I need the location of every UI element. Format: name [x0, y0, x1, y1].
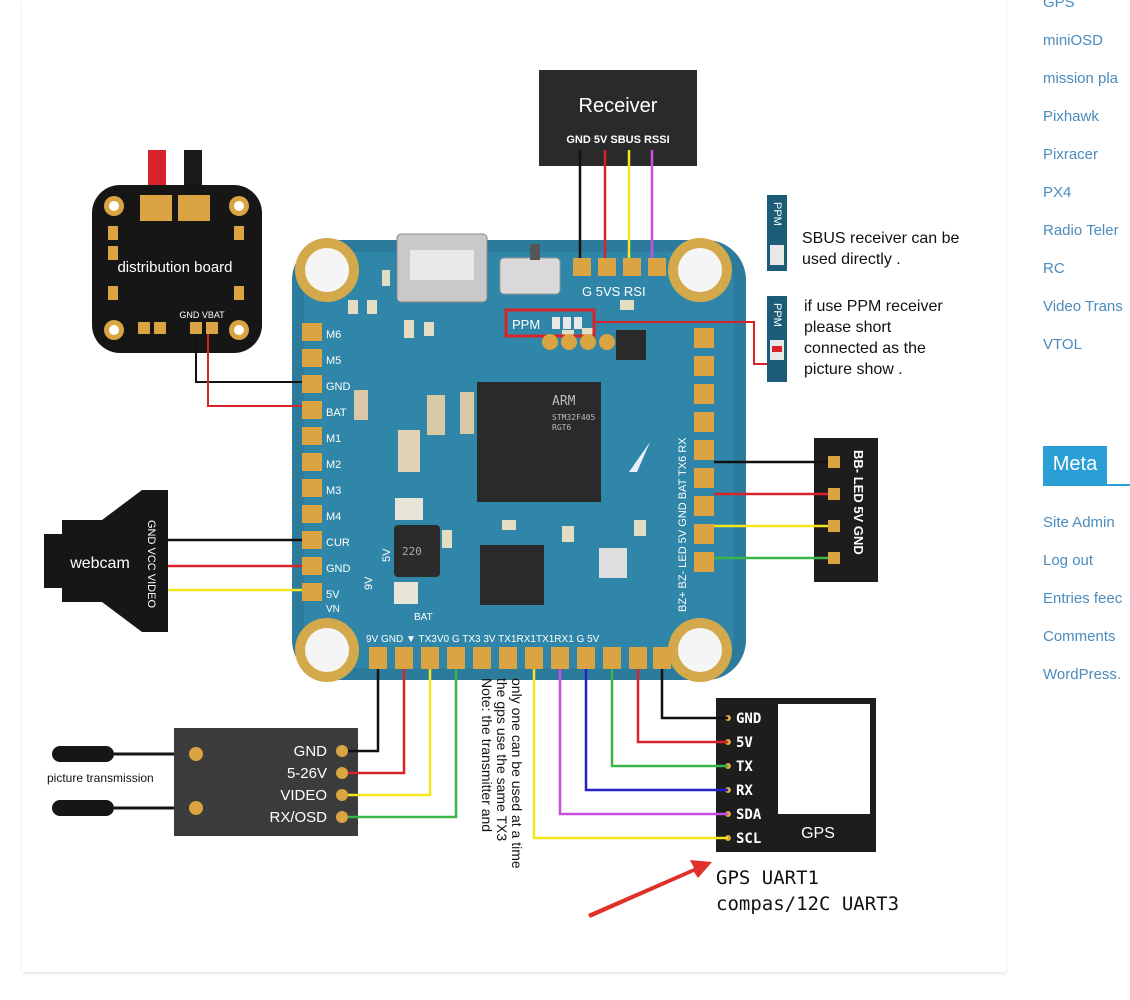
receiver-module: Receiver GND 5V SBUS RSSI: [539, 70, 697, 258]
webcam-pins: GND VCC VIDEO: [145, 520, 157, 608]
ppm-note-line-3: picture show .: [804, 361, 903, 378]
left-pad-label-0: M6: [326, 329, 341, 341]
bottom-pads: [369, 647, 671, 669]
gps-pin-4: SDA: [736, 807, 762, 823]
receiver-pins: GND 5V SBUS RSSI: [566, 134, 669, 146]
meta-link-wordpress[interactable]: WordPress.: [1043, 666, 1122, 683]
webcam-title: webcam: [69, 555, 130, 572]
meta-link-entries-feed[interactable]: Entries feec: [1043, 590, 1123, 607]
sidebar-link-px4[interactable]: PX4: [1043, 184, 1072, 201]
sidebar-link-radio-telemetry[interactable]: Radio Teler: [1043, 222, 1119, 239]
meta-link-comments-feed[interactable]: Comments: [1043, 628, 1116, 645]
red-arrow-icon: [588, 860, 712, 918]
ppm-note-line-2: connected as the: [804, 340, 926, 357]
sidebar-link-pixhawk[interactable]: Pixhawk: [1043, 108, 1099, 125]
sidebar-link-gps[interactable]: GPS: [1043, 0, 1075, 11]
buzzer-led-connector: BB- LED 5V GND: [714, 438, 878, 582]
left-pad-label-5: M2: [326, 459, 341, 471]
meta-link-site-admin[interactable]: Site Admin: [1043, 514, 1115, 531]
note-line-1: the gps use the same TX3: [494, 678, 510, 841]
vtx-pin-1: 5-26V: [287, 765, 327, 782]
left-pad-label-10: 5V: [326, 589, 340, 601]
meta-widget-title: Meta: [1043, 446, 1130, 486]
left-pad-label-4: M1: [326, 433, 341, 445]
left-pad-label-9: GND: [326, 563, 351, 575]
chip-text-2: RGT6: [552, 423, 571, 432]
sidebar-link-miniosd[interactable]: miniOSD: [1043, 32, 1104, 49]
vtx-pin-3: RX/OSD: [269, 809, 327, 826]
left-pad-label-2: GND: [326, 381, 351, 393]
left-pad-label-7: M4: [326, 511, 341, 523]
tx3-note: Note: the transmitter and the gps use th…: [479, 678, 525, 869]
ppm-note-line-1: please short: [804, 319, 892, 336]
video-transmitter: picture transmission GND 5-26V VIDEO RX/…: [47, 669, 458, 836]
flight-controller-board: ARM STM32F405 RGT6 220 G 5VS: [292, 233, 782, 682]
receiver-board-label: G 5VS RSI: [582, 284, 646, 299]
webcam: webcam GND VCC VIDEO: [44, 490, 302, 632]
left-pad-label-11: VN: [326, 604, 340, 615]
sidebar-link-vtol[interactable]: VTOL: [1043, 336, 1082, 353]
chip-text-1: STM32F405: [552, 413, 596, 422]
left-pad-label-3: BAT: [326, 407, 347, 419]
flight-controller-wiring-diagram: ARM STM32F405 RGT6 220 G 5VS: [44, 70, 960, 918]
vtx-pin-2: VIDEO: [280, 787, 327, 804]
voltage-label-5v: 5V: [381, 548, 393, 562]
vtx-title: picture transmission: [47, 771, 154, 785]
right-pads: [694, 328, 714, 572]
sidebar-link-video-transmitter[interactable]: Video Trans: [1043, 298, 1123, 315]
sbus-note-line-0: SBUS receiver can be: [802, 230, 960, 247]
note-line-0: Note: the transmitter and: [479, 678, 495, 832]
sidebar-link-rc[interactable]: RC: [1043, 260, 1065, 277]
vtx-pin-0: GND: [294, 743, 328, 760]
gps-module: GPS GND 5V TX RX SDA SCL: [532, 669, 876, 852]
sidebar-link-mission-planner[interactable]: mission pla: [1043, 70, 1119, 87]
chip-text-0: ARM: [552, 394, 576, 409]
sbus-connector: PPM: [767, 195, 787, 271]
sbus-note-line-1: used directly .: [802, 251, 901, 268]
gps-pin-1: 5V: [736, 735, 753, 751]
ppm-label: PPM: [512, 317, 540, 332]
ppm-note-line-0: if use PPM receiver: [804, 298, 943, 315]
gps-pin-5: SCL: [736, 831, 761, 847]
inductor-label: 220: [402, 545, 422, 558]
gps-uart-line-0: GPS UART1: [716, 867, 819, 889]
left-pad-label-6: M3: [326, 485, 341, 497]
left-pads: M6 M5 GND BAT M1 M2 M3 M4 CUR GND 5V VN: [302, 323, 351, 615]
distribution-board: distribution board GND VBAT: [92, 150, 302, 407]
gps-title: GPS: [801, 825, 835, 842]
ppm-connector: PPM: [767, 296, 787, 382]
gps-pin-0: GND: [736, 711, 761, 727]
bat-board-label: BAT: [414, 612, 433, 623]
gps-pin-3: RX: [736, 783, 753, 799]
right-pads-label: BZ+ BZ- LED 5V GND BAT TX6 RX: [677, 437, 689, 612]
voltage-label-9v: 9V: [363, 576, 375, 590]
left-pad-label-8: CUR: [326, 537, 350, 549]
distribution-board-pins: GND VBAT: [179, 310, 225, 320]
inductor: [394, 525, 440, 577]
distribution-board-title: distribution board: [117, 259, 232, 276]
note-line-2: only one can be used at a time: [509, 678, 525, 869]
buzzer-led-pins: BB- LED 5V GND: [851, 450, 866, 555]
post-card: ARM STM32F405 RGT6 220 G 5VS: [22, 0, 1006, 972]
receiver-title: Receiver: [579, 95, 658, 117]
ppm-tag-2: PPM: [771, 303, 783, 327]
sidebar: GPS miniOSD mission pla Pixhawk Pixracer…: [1030, 0, 1130, 1000]
meta-link-log-out[interactable]: Log out: [1043, 552, 1094, 569]
left-pad-label-1: M5: [326, 355, 341, 367]
sidebar-link-pixracer[interactable]: Pixracer: [1043, 146, 1099, 163]
gps-uart-line-1: compas/12C UART3: [716, 893, 899, 915]
gps-pin-2: TX: [736, 759, 753, 775]
mcu-chip: [477, 382, 601, 502]
sbus-ppm-tag: PPM: [771, 202, 783, 226]
bottom-pads-label: 9V GND ▼ TX3V0 G TX3 3V TX1RX1TX1RX1 G 5…: [366, 634, 600, 645]
